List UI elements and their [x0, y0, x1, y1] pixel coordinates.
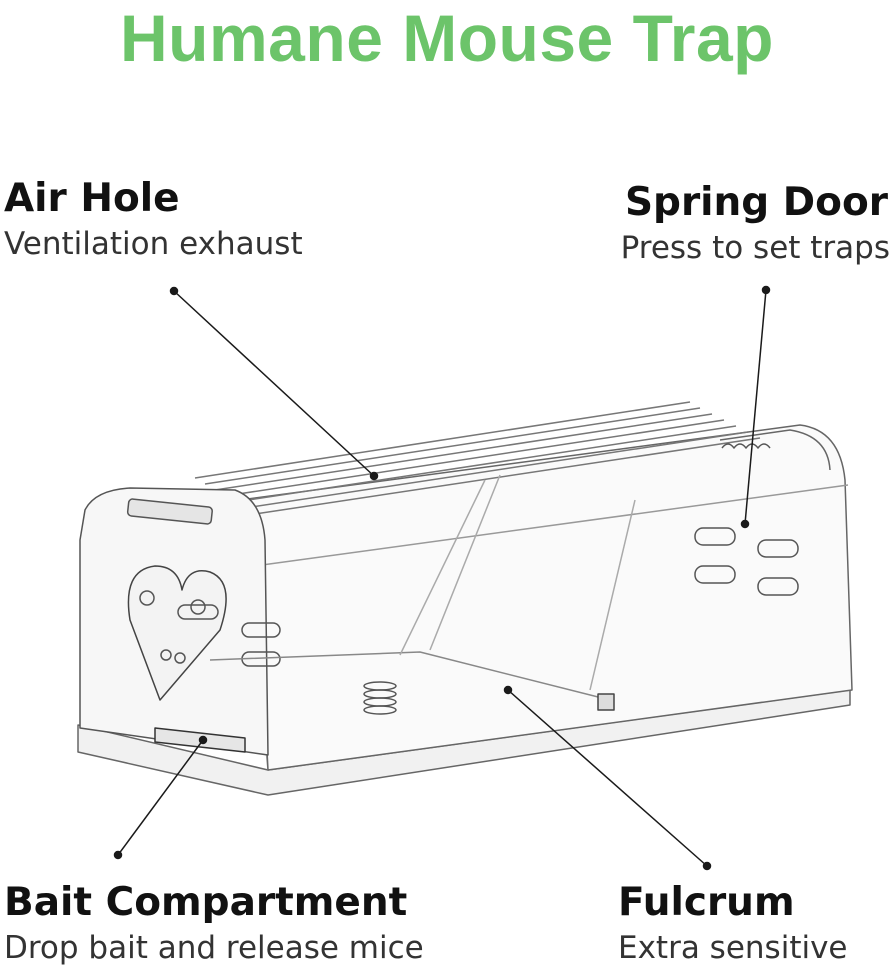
trap-illustration	[77, 401, 853, 796]
trap-body-edge	[261, 484, 849, 566]
back-air-hole	[757, 577, 799, 596]
air-hole-heading: Air Hole	[4, 176, 180, 221]
inner-spring	[363, 681, 397, 715]
bait-compartment-heading: Bait Compartment	[4, 880, 408, 925]
air-hole-dot	[369, 471, 379, 481]
spring-door-dot	[761, 285, 771, 295]
back-air-hole	[694, 527, 736, 546]
spring-door-leader	[744, 289, 767, 525]
bait-compartment-leader	[117, 739, 204, 856]
air-hole-sub: Ventilation exhaust	[4, 226, 303, 262]
top-rib	[224, 419, 725, 497]
front-air-hole	[177, 604, 219, 620]
callout-lines	[113, 285, 771, 871]
inner-strut	[429, 474, 501, 651]
spring-door-heading: Spring Door	[624, 180, 888, 225]
top-rib	[254, 437, 761, 515]
back-air-hole	[757, 539, 799, 558]
front-air-hole	[241, 622, 281, 638]
top-rib	[234, 425, 737, 503]
air-hole-leader	[173, 290, 375, 477]
top-rib	[194, 401, 691, 479]
door-hole	[160, 649, 172, 661]
fulcrum-block	[597, 693, 615, 711]
back-air-hole	[694, 565, 736, 584]
fulcrum-leader	[507, 689, 708, 867]
door-hole	[139, 590, 155, 606]
page-title: Humane Mouse Trap	[120, 1, 774, 75]
fulcrum-dot	[503, 685, 513, 695]
top-rib	[214, 413, 713, 491]
spring-door-sub: Press to set traps	[620, 230, 890, 266]
inner-lever	[209, 651, 611, 701]
bait-compartment-dot	[198, 735, 208, 745]
heart-door	[127, 565, 227, 701]
fulcrum-dot	[702, 861, 712, 871]
door-hole	[190, 599, 206, 615]
fulcrum-sub: Extra sensitive	[618, 930, 848, 966]
spring-door-dot	[740, 519, 750, 529]
fulcrum-heading: Fulcrum	[618, 880, 795, 925]
top-rib	[244, 431, 749, 509]
front-handle	[126, 498, 213, 525]
bait-compartment-dot	[113, 850, 123, 860]
air-hole-dot	[169, 286, 179, 296]
bait-compartment-sub: Drop bait and release mice	[4, 930, 424, 966]
inner-strut	[589, 499, 636, 691]
inner-strut	[399, 479, 486, 656]
spring-coil	[721, 443, 771, 449]
top-rib	[204, 407, 701, 485]
back-panel	[719, 429, 831, 471]
door-hole	[174, 652, 186, 664]
